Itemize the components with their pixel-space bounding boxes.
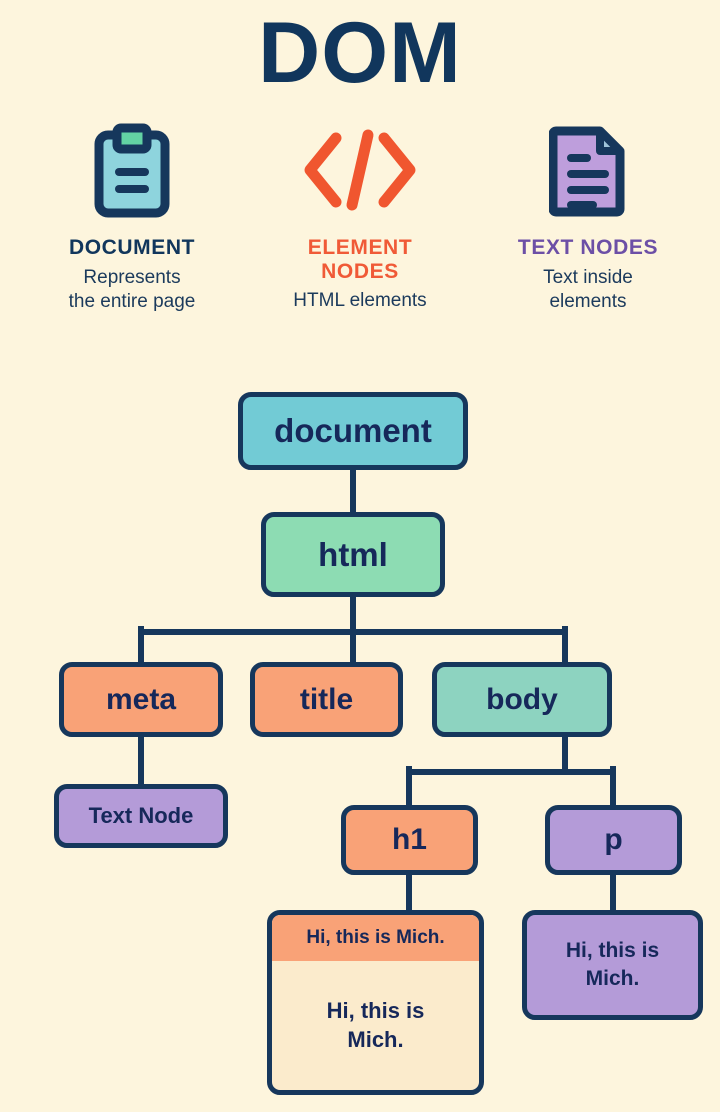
legend-subtitle-text-nodes: Text inside elements [543,266,633,315]
page-title: DOM [258,5,462,101]
render-band-label: Hi, this is Mich. [272,915,479,961]
tree-node-label-line: Hi, this is [565,938,660,962]
tree-node-label: h1 [391,823,427,856]
legend-item-element-nodes: ELEMENT NODES HTML elements [246,118,474,314]
legend: DOCUMENT Represents the entire page ELEM… [0,118,720,315]
tree-node-label: title [299,682,354,716]
tree-node-p-text[interactable]: Hi, this is Mich. [522,910,703,1020]
code-brackets-icon [298,118,422,222]
legend-item-document: DOCUMENT Represents the entire page [18,118,246,315]
tree-node-label: html [318,535,388,573]
tree-node-body[interactable]: body [432,662,612,737]
legend-heading-line: ELEMENT [307,236,413,259]
tree-node-label: document [274,412,432,449]
tree-node-title[interactable]: title [250,662,403,737]
tree-node-p[interactable]: p [545,805,682,875]
legend-heading-text-nodes: TEXT NODES [517,236,659,259]
legend-subtitle-line: the entire page [68,291,196,313]
legend-subtitle-line: Represents [83,266,181,288]
legend-subtitle-line: Text inside [543,266,633,288]
tree-node-label: p [604,823,623,856]
render-body-label: Hi, this is Mich. [272,961,479,1090]
tree-node-html[interactable]: html [261,512,445,597]
tree-node-label: body [486,682,558,716]
tree-node-h1-text-render[interactable]: Hi, this is Mich. Hi, this is Mich. [267,910,484,1095]
legend-subtitle-element-nodes: HTML elements [293,290,427,312]
tree-node-meta[interactable]: meta [59,662,223,737]
clipboard-icon [94,118,170,222]
tree-node-label-line: Mich. [585,967,640,990]
tree-node-label: Text Node [88,803,194,828]
render-body-line: Hi, this is [326,998,425,1024]
tree-node-document[interactable]: document [238,392,468,470]
tree-node-label: meta [105,682,177,716]
legend-heading-line: NODES [321,259,399,283]
render-body-line: Mich. [347,1027,404,1053]
tree-node-h1[interactable]: h1 [341,805,478,875]
legend-subtitle-document: Represents the entire page [69,266,196,315]
legend-heading-element-nodes: ELEMENT NODES [308,236,413,283]
tree-node-text-node[interactable]: Text Node [54,784,228,848]
legend-item-text-nodes: TEXT NODES Text inside elements [474,118,702,315]
text-document-icon [549,118,627,222]
legend-heading-document: DOCUMENT [68,236,196,259]
legend-subtitle-line: elements [549,291,627,313]
